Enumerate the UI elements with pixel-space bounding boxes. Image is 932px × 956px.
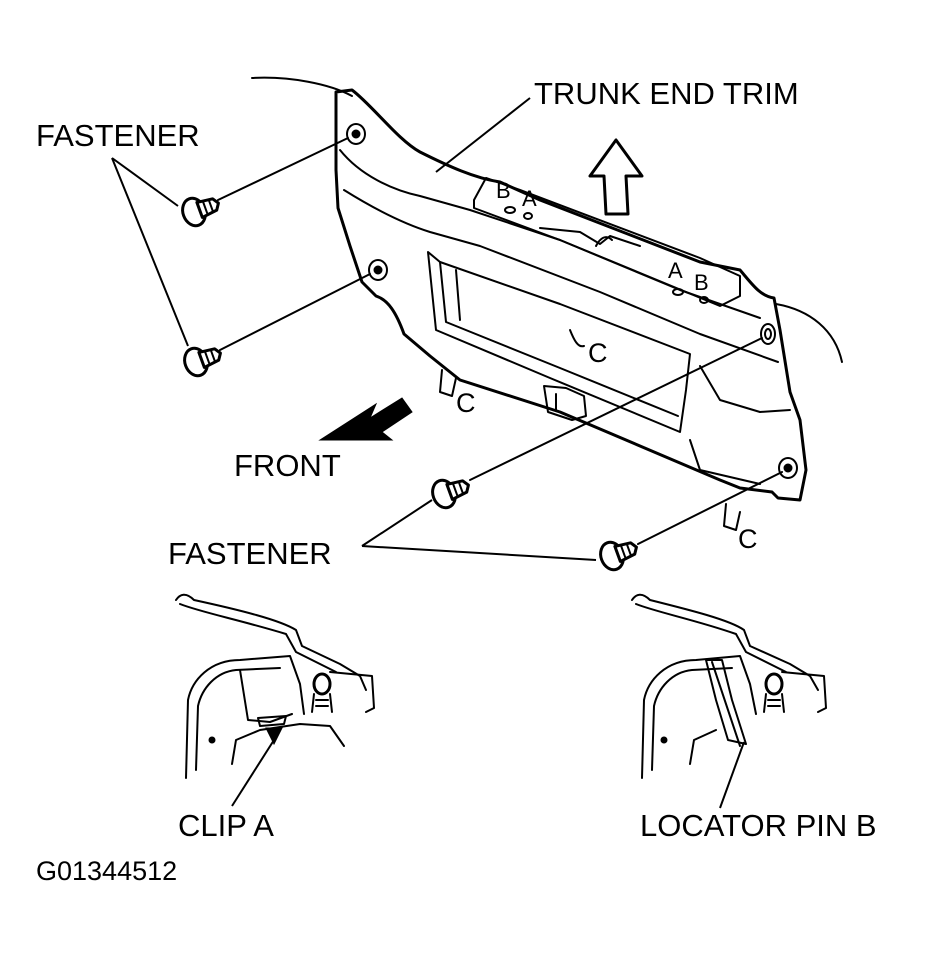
figure-code: G01344512 — [36, 856, 177, 886]
fastener-icon — [431, 478, 470, 510]
leader-locator-pin-b — [719, 741, 745, 809]
label-clip-a: CLIP A — [178, 808, 274, 843]
label-locator-pin-b: LOCATOR PIN B — [640, 808, 877, 843]
fastener-hole — [760, 323, 776, 345]
fastener-path-line — [217, 137, 349, 201]
front-arrow-icon — [318, 397, 413, 441]
fastener-hole — [346, 123, 366, 145]
body-contour-right — [775, 303, 843, 363]
fastener-path-line — [637, 471, 783, 545]
label-trunk-end-trim: TRUNK END TRIM — [534, 76, 799, 111]
up-arrow-icon — [588, 138, 644, 216]
locator-pin-b-detail — [631, 593, 827, 779]
callout-c-center: C — [588, 338, 608, 368]
leader-trunk-end-trim — [435, 97, 531, 173]
fastener-hole — [368, 259, 388, 281]
fastener-icon — [183, 346, 222, 378]
leader-fastener-bottom — [361, 499, 597, 561]
fastener-icon — [599, 540, 638, 572]
fastener-path-line — [469, 337, 763, 481]
leader-clip-a — [231, 739, 275, 807]
fastener-icon — [181, 196, 220, 228]
callout-b-right: B — [694, 270, 709, 295]
fastener-path-line — [219, 273, 371, 351]
leader-fastener-top — [111, 157, 189, 347]
label-fastener-top: FASTENER — [36, 118, 200, 153]
fastener-hole — [778, 457, 798, 479]
clip-a-detail — [175, 593, 375, 779]
callout-a-left: A — [522, 186, 537, 211]
label-front: FRONT — [234, 448, 341, 483]
callout-a-right: A — [668, 258, 683, 283]
label-fastener-bottom: FASTENER — [168, 536, 332, 571]
callout-c-right: C — [738, 524, 758, 554]
trunk-end-trim-panel — [334, 88, 808, 531]
callout-b-left: B — [496, 178, 511, 203]
callout-c-left: C — [456, 388, 476, 418]
